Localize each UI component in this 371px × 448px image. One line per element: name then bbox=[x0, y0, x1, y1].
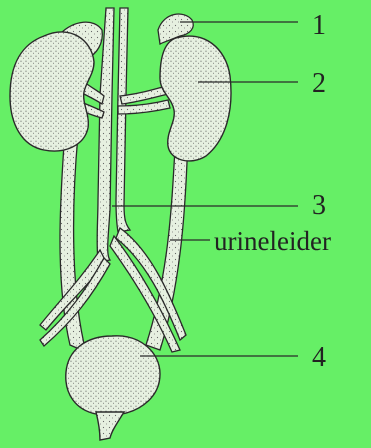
bladder bbox=[66, 336, 160, 416]
label-4: 4 bbox=[312, 342, 326, 373]
label-ureter: urineleider bbox=[214, 226, 331, 256]
label-1: 1 bbox=[312, 10, 326, 41]
label-3: 3 bbox=[312, 190, 326, 221]
label-2: 2 bbox=[312, 68, 326, 99]
